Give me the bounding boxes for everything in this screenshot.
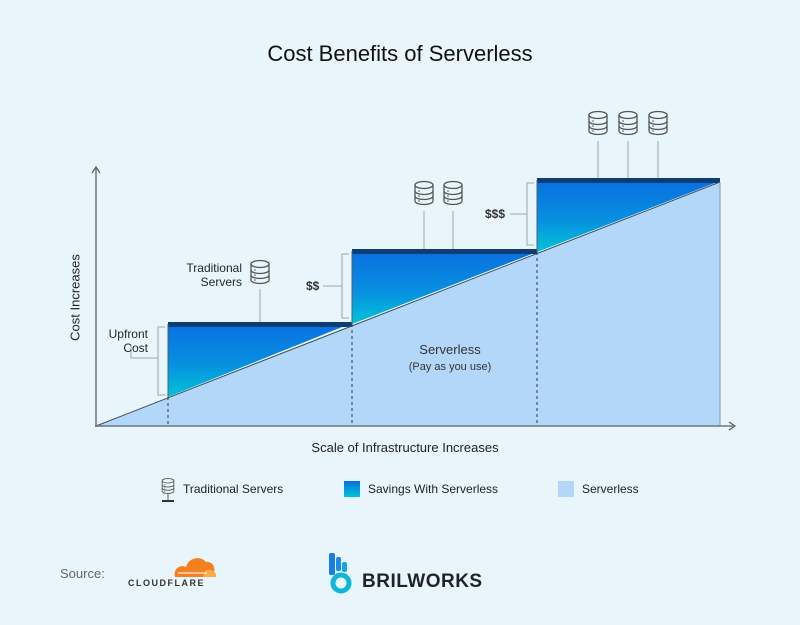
dashed-dividers (167, 252, 538, 426)
database-server-icon (648, 110, 668, 136)
y-axis-label: Cost Increases (67, 254, 83, 341)
legend: Traditional Servers Savings With Serverl… (0, 476, 800, 506)
brilworks-wordmark: BRILWORKS (362, 571, 483, 592)
legend-item-traditional-servers: Traditional Servers (183, 482, 284, 496)
legend-server-icon (161, 478, 175, 502)
serverless-center-label: Serverless (Pay as you use) (408, 342, 492, 373)
cloudflare-logo-icon (174, 558, 217, 577)
step2-cost-label: $$ (306, 279, 320, 293)
legend-savings-swatch (344, 481, 360, 497)
brilworks-logo-icon (329, 553, 352, 594)
page-title: Cost Benefits of Serverless (267, 41, 533, 66)
x-axis-arrow-icon (728, 421, 737, 431)
database-server-icon (618, 110, 638, 136)
x-axis-label: Scale of Infrastructure Increases (311, 440, 499, 455)
database-server-icon (250, 259, 270, 285)
step3-cost-label: $$$ (485, 207, 506, 221)
database-server-icon (414, 180, 434, 206)
savings-step-1 (168, 322, 352, 397)
y-axis-arrow-icon (91, 165, 101, 174)
upfront-cost-label: Upfront Cost (108, 327, 148, 355)
legend-item-savings: Savings With Serverless (368, 482, 499, 496)
source-label: Source: (60, 566, 105, 581)
legend-serverless-swatch (558, 481, 574, 497)
database-server-icon (588, 110, 608, 136)
database-server-icon (443, 180, 463, 206)
savings-step-2 (352, 249, 537, 324)
legend-item-serverless: Serverless (582, 482, 639, 496)
savings-step-3 (537, 178, 720, 252)
cloudflare-wordmark: CLOUDFLARE (128, 578, 205, 588)
traditional-servers-label: Traditional Servers (186, 261, 242, 289)
